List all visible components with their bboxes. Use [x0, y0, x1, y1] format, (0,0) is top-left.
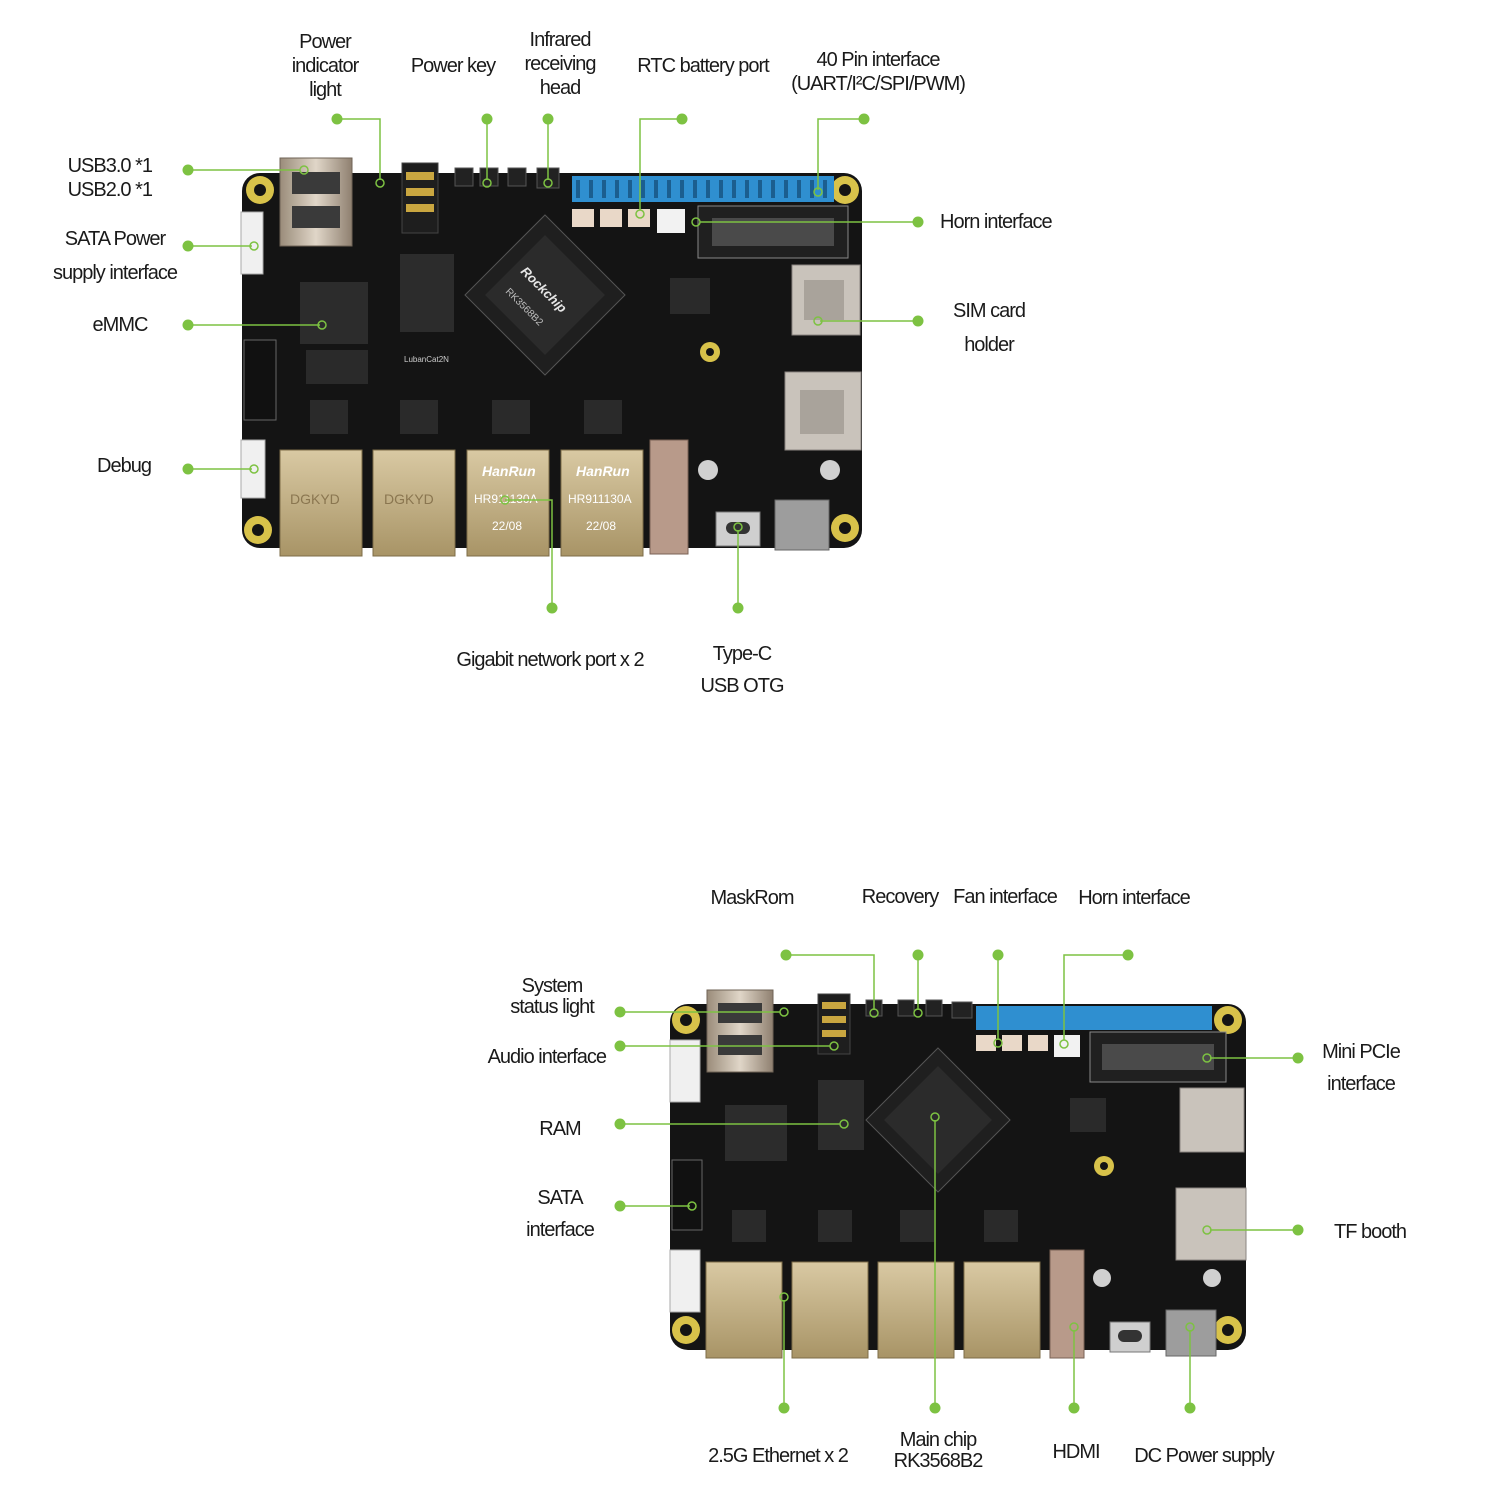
dc-jack: [774, 499, 830, 551]
label-debug: Debug: [97, 455, 152, 477]
label-40-pin-interface: 40 Pin interface(UART/I²C/SPI/PWM): [791, 49, 966, 95]
label-ram: RAM: [539, 1118, 581, 1140]
soc-chip: [464, 214, 626, 376]
pin-header-40: [572, 176, 834, 202]
label-tf-booth: TF booth: [1334, 1221, 1407, 1243]
leaders-top: [188, 118, 918, 608]
label-hdmi: HDMI: [1052, 1441, 1100, 1463]
rj45-right-brand: HanRun: [576, 463, 630, 479]
rj45-port: [372, 449, 456, 557]
ring-markers-second: [687, 1007, 1212, 1332]
hdmi-port: [649, 439, 689, 555]
label-audio-interface: Audio interface: [487, 1046, 607, 1068]
ram-chip: [400, 254, 454, 332]
label-emmc: eMMC: [92, 314, 149, 336]
rj45-right-date: 22/08: [586, 519, 616, 533]
board-top: [240, 157, 862, 557]
label-horn-interface-2: Horn interface: [1078, 887, 1191, 909]
board-second: [669, 989, 1247, 1359]
dots-second: [614, 949, 1304, 1414]
sata-connector: [243, 339, 277, 421]
label-maskrom: MaskRom: [710, 887, 794, 909]
label-horn-interface: Horn interface: [940, 211, 1053, 233]
ring-markers-top: [249, 165, 823, 532]
rj45-left-text: DGKYD: [384, 491, 434, 507]
label-recovery: Recovery: [861, 886, 939, 908]
label-power-key: Power key: [410, 55, 496, 77]
leaders-second: [620, 954, 1298, 1408]
rj45-right-date: 22/08: [492, 519, 522, 533]
rj45-right-model: HR911130A: [568, 492, 632, 506]
label-2-5g-ethernet: 2.5G Ethernet x 2: [708, 1445, 849, 1467]
board-name-text: LubanCat2N: [404, 355, 449, 364]
usb-stack: [279, 157, 353, 247]
label-dc-power-supply: DC Power supply: [1134, 1445, 1275, 1467]
rj45-right-model: HR911130A: [474, 492, 538, 506]
emmc-chip: [300, 282, 368, 344]
dots-top: [182, 113, 924, 614]
label-fan-interface: Fan interface: [953, 886, 1058, 908]
label-rtc-battery-port: RTC battery port: [637, 55, 769, 77]
rj45-left-text: DGKYD: [290, 491, 340, 507]
rj45-port: [279, 449, 363, 557]
rj45-port: [560, 449, 644, 557]
rj45-right-brand: HanRun: [482, 463, 536, 479]
label-gigabit-network-port: Gigabit network port x 2: [456, 649, 644, 671]
